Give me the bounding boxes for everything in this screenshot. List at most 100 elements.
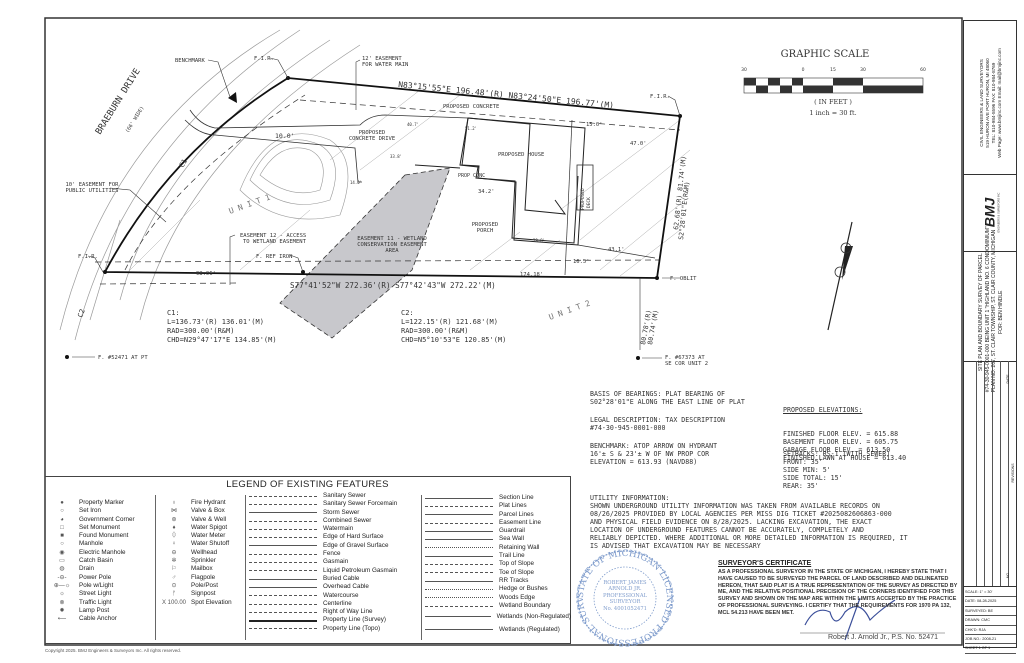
se-monument-label: SE COR UNIT 2 — [665, 361, 708, 367]
legend-label: Flagpole — [191, 573, 216, 581]
legend-symbol-icon: ⏀ — [170, 533, 177, 540]
drawing-info-row: CHK'D: RJA — [965, 626, 1016, 636]
legend-label: Centerline — [323, 599, 352, 607]
legend-item: ▭Catch Basin — [45, 557, 155, 565]
dim-33: 33.8' — [390, 154, 402, 159]
legend-item: Storm Sewer — [249, 509, 419, 517]
curve-c2-data: RAD=300.00'(R&M) — [401, 327, 468, 335]
legend-item: ⊖Wellhead — [157, 549, 242, 557]
legend-label: Set Iron — [79, 507, 102, 515]
scale-tick: 60 — [920, 67, 926, 73]
legend-item: Plat Lines — [425, 502, 571, 510]
legend-line-symbol — [249, 595, 317, 597]
legend-symbol-icon: ⊗ — [59, 599, 65, 606]
legend-symbol-icon: ⊙ — [171, 582, 177, 589]
legend-symbol-icon: ◉ — [59, 549, 65, 556]
legend-item: ⊛Valve & Well — [157, 516, 242, 524]
surveyor-name: Robert J. Arnold Jr., P.S. No. 52471 — [828, 634, 938, 641]
legend-item: Combined Sewer — [249, 517, 419, 525]
legend-item: ○Manhole — [45, 540, 155, 548]
easement-12-label: EASEMENT 12 - ACCESS — [240, 233, 306, 239]
legend-item: Watercourse — [249, 592, 419, 600]
legend-item: ◉Electric Manhole — [45, 549, 155, 557]
legend-label: Property Marker — [79, 499, 125, 506]
legend-label: Traffic Light — [79, 598, 112, 606]
legend-item: Parcel Lines — [425, 511, 571, 519]
contour-lines — [239, 133, 349, 220]
legend-item: Guardrail — [425, 527, 571, 535]
proposed-porch-label: PORCH — [477, 228, 494, 234]
proposed-drive-label: CONCRETE DRIVE — [349, 136, 395, 142]
legend-line-symbol — [425, 497, 493, 499]
revisions-label: REVISIONS — [1011, 463, 1015, 483]
legend-label: Liquid Petroleum Gasmain — [323, 566, 398, 574]
legend-line-symbol — [249, 619, 317, 622]
proposed-drive-label: PROPOSED — [359, 130, 386, 136]
scale-tick: 30 — [741, 67, 747, 73]
legend-line-symbol — [425, 505, 493, 507]
legend-label: Gasmain — [323, 558, 349, 566]
easement-11-label: CONSERVATION EASEMENT — [357, 242, 427, 248]
legend-label: Lamp Post — [79, 606, 110, 614]
dim-29: 29.8' — [533, 238, 545, 243]
legend-line-symbol — [249, 495, 317, 497]
legend-label: Edge of Gravel Surface — [323, 541, 389, 549]
certificate-body: AS A PROFESSIONAL SURVEYOR IN THE STATE … — [718, 569, 958, 616]
proposed-deck-label: DECK — [586, 197, 592, 208]
legend-label: Overhead Cable — [323, 583, 369, 591]
south-line-bearing: S77°41'52"W 272.36'(R) S77°42'43"W 272.2… — [290, 281, 496, 290]
legend-item: ✹Lamp Post — [45, 607, 155, 615]
legend-symbol-icon: □ — [60, 524, 64, 531]
north-arrow-icon — [827, 221, 853, 331]
legend-symbol-icon: ▭ — [59, 558, 65, 565]
scale-units: ( IN FEET ) — [814, 98, 852, 106]
unit-1-label: U N I T 1 — [228, 193, 272, 216]
legend-item: ⚐Mailbox — [157, 565, 242, 573]
legend-label: Signpost — [191, 590, 216, 598]
legend-item: ◍Drain — [45, 565, 155, 573]
legend-line-symbol — [249, 611, 317, 613]
scale-tick: 15 — [830, 67, 836, 73]
legend-item: -⊖-Power Pole — [45, 574, 155, 582]
dim-51: 51.2' — [465, 126, 477, 131]
legend-symbol-icon: ⟵ — [57, 616, 67, 623]
legend-line-symbol — [249, 553, 317, 555]
date-column-label: DATE — [1006, 374, 1010, 384]
legend-item: Fence — [249, 550, 419, 558]
legend-label: Valve & Well — [191, 515, 227, 523]
legend-label: Property Line (Survey) — [323, 616, 386, 624]
easement-11-label: EASEMENT 11 - WETLAND — [357, 236, 427, 242]
legend-line-symbol — [425, 616, 491, 618]
wetland-easement-area — [279, 167, 451, 339]
drawing-info-row: DATE: 08-28-2025 — [965, 597, 1016, 607]
legend-symbol-icon: X 100.00 — [161, 599, 187, 606]
legend-line-symbol — [425, 547, 493, 549]
legend-item: Trail Line — [425, 552, 571, 560]
legend-label: Sanitary Sewer Forcemain — [323, 500, 398, 508]
setback-hatch — [129, 89, 691, 277]
legend-item: ●Property Marker — [45, 499, 155, 507]
sheet-frame — [44, 17, 963, 646]
proposed-concrete-label: PROPOSED CONCRETE — [443, 104, 499, 110]
legend-symbol-icon: ♦ — [172, 524, 176, 531]
legend-symbol-icon: ⋈ — [171, 508, 177, 515]
drawing-info-row: SCALE: 1" = 30' — [965, 588, 1016, 598]
legend-item: Edge of Gravel Surface — [249, 542, 419, 550]
legend-item: Property Line (Topo) — [249, 625, 419, 633]
dim-15: 15.0' — [586, 122, 603, 128]
legend-line-symbol — [425, 629, 493, 631]
legend-line-symbol — [249, 545, 317, 547]
street-width: (66' WIDE) — [125, 105, 146, 134]
legend-label: Guardrail — [499, 527, 525, 535]
legend-line-symbol — [249, 578, 317, 580]
legend-line-symbol — [249, 586, 317, 588]
road-lines — [59, 29, 361, 341]
legend-symbol-icon: ☼ — [59, 591, 65, 598]
legend-item: ☼Street Light — [45, 590, 155, 598]
legend-line-symbol — [425, 514, 493, 516]
proposed-house-label: PROPOSED HOUSE — [498, 152, 544, 158]
water-easement-label: 12' EASEMENT — [362, 56, 402, 62]
